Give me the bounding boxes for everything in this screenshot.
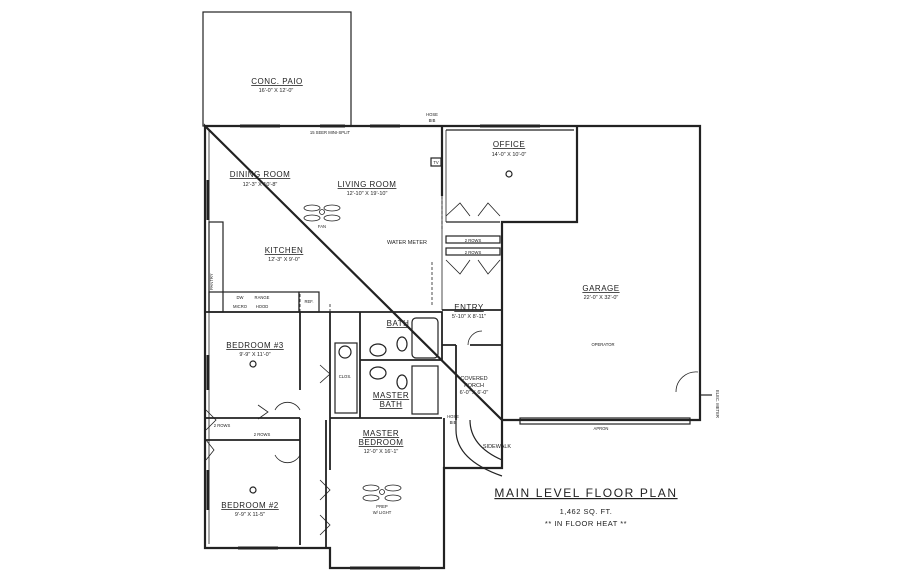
office-dims: 14'-0" X 10'-0" [492, 152, 527, 158]
bedroom3-wall [205, 311, 330, 545]
micro-label: MICRO [233, 304, 248, 309]
kitchen-counter-left [208, 221, 224, 313]
master-bath-label-2: BATH [380, 400, 403, 409]
sink-master [369, 366, 387, 380]
bedroom2-label: BEDROOM #2 [221, 501, 279, 510]
living-fan-icon [303, 204, 341, 222]
dw-label: DW [237, 295, 244, 300]
room-labels: CONC. PAIO 16'-0" X 12'-0" OFFICE 14'-0"… [214, 77, 619, 518]
plan-title: MAIN LEVEL FLOOR PLAN [494, 486, 677, 500]
apron-label: APRON [594, 426, 609, 431]
hose-bib-1: HOSE [426, 112, 438, 117]
light-bed3-icon [249, 360, 257, 368]
operator-label: OPERATOR [591, 342, 614, 347]
kitchen-dims: 12'-3" X 9'-0" [268, 257, 300, 263]
hose-bib-2b: BIB [450, 420, 457, 425]
entry-dims: 5'-10" X 8'-11" [452, 314, 486, 320]
shelves-label-1: 2 ROWS [465, 238, 482, 243]
windows [206, 124, 540, 570]
light-office-icon [505, 170, 513, 178]
garage-door [519, 417, 691, 425]
shelves-label-3: 2 ROWS [214, 423, 231, 428]
prep-label: PREP [376, 504, 388, 509]
toilet-bath [396, 336, 408, 352]
sidewalk-outline [455, 419, 503, 477]
garage-label: GARAGE [582, 284, 619, 293]
light-bed2-icon [249, 486, 257, 494]
kitchen-label: KITCHEN [265, 246, 304, 255]
entry-label: ENTRY [454, 303, 484, 312]
hose-bib-1b: BIB [429, 118, 436, 123]
living-label: LIVING ROOM [338, 180, 397, 189]
porch-label-1: COVERED [460, 376, 487, 382]
range-label: RANGE [255, 295, 270, 300]
plan-area: 1,462 SQ. FT. [560, 507, 613, 516]
bedroom3-label: BEDROOM #3 [226, 341, 284, 350]
elec-meter-label: ELEC. METER [715, 390, 720, 418]
bedroom3-dims: 9'-9" X 11'-0" [239, 352, 270, 358]
bathtub [411, 317, 439, 359]
master-bed-label-1: MASTER [363, 429, 399, 438]
bedroom2-dims: 9'-9" X 11-5" [235, 512, 265, 518]
closet-label: CLOS. [339, 374, 352, 379]
sidewalk-label: SIDEWALK [483, 444, 512, 450]
tv-label: TV [433, 160, 439, 165]
living-dims: 12'-10" X 19'-10" [347, 191, 388, 197]
patio-outline [202, 11, 352, 127]
entry-wall [442, 309, 502, 420]
mini-split-label: 15 SEER MINI-SPLIT [310, 130, 351, 135]
hose-bib-2: HOSE [447, 414, 459, 419]
hood-label: HOOD [256, 304, 269, 309]
master-bed-dims: 12'-0" X 16'-1" [364, 449, 399, 455]
plan-note: ** IN FLOOR HEAT ** [545, 519, 627, 528]
wlight-label: W/ LIGHT [373, 510, 392, 515]
tv-box [430, 157, 442, 167]
fan-label: FAN [318, 224, 326, 229]
patio-label: CONC. PAIO [251, 77, 303, 86]
dining-dims: 12'-3" X 10'-8" [243, 182, 278, 188]
shelves-top [445, 235, 501, 244]
bath-label: BATH [387, 319, 410, 328]
dining-label: DINING ROOM [230, 170, 291, 179]
shower [411, 365, 439, 415]
master-bedroom-wall [325, 418, 445, 548]
dashed-lines [299, 196, 443, 312]
washer [338, 345, 352, 359]
porch-label-2: PORCH [464, 383, 484, 389]
master-bath-label-1: MASTER [373, 391, 409, 400]
shelves-bottom [445, 247, 501, 256]
toilet-master [396, 374, 408, 390]
office-label: OFFICE [493, 140, 525, 149]
bath-walls [329, 311, 443, 470]
patio-dims: 16'-0" X 12'-0" [259, 88, 294, 94]
shelves-label-4: 2 ROWS [254, 432, 271, 437]
laundry-closet [334, 342, 358, 414]
house-interior-line [208, 130, 447, 544]
pantry-label: PANTRY [209, 273, 214, 290]
title-block: MAIN LEVEL FLOOR PLAN 1,462 SQ. FT. ** I… [494, 486, 677, 528]
garage-dims: 22'-0" X 32'-0" [584, 295, 619, 301]
master-bed-label-2: BEDROOM [359, 438, 404, 447]
sink-bath [369, 343, 387, 357]
office-wall [446, 129, 574, 223]
porch-dims: 6'-0" X 6'-0" [460, 390, 489, 396]
master-fan-icon [362, 484, 402, 502]
ref-label: REF. [304, 299, 313, 304]
water-meter-label: WATER METER [387, 240, 427, 246]
door-swings [205, 202, 699, 536]
shelves-label-2: 2 ROWS [465, 250, 482, 255]
